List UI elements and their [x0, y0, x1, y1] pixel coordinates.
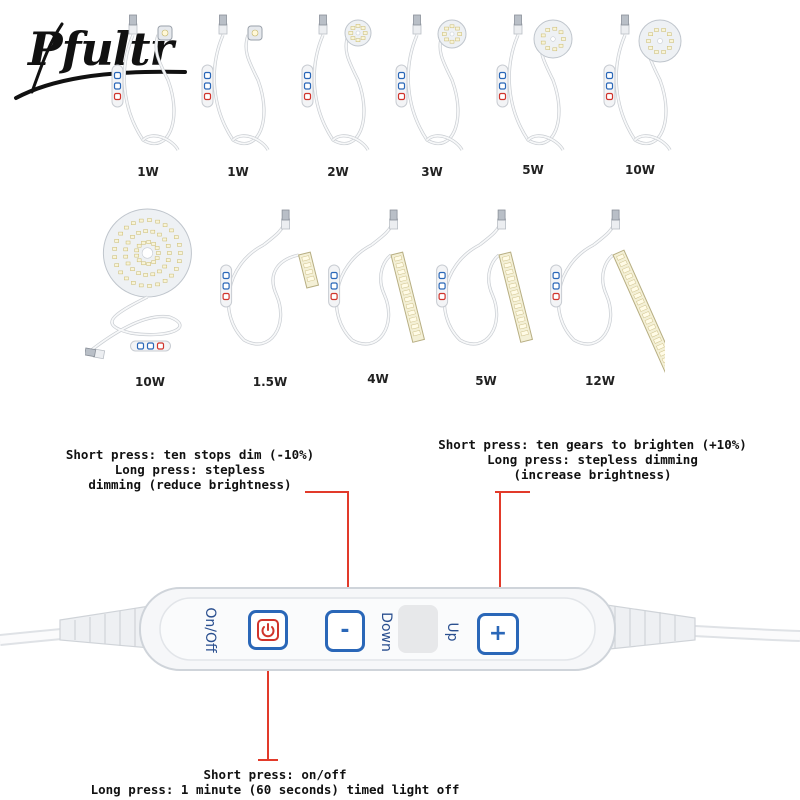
mini-dimmer-controller [436, 264, 449, 308]
wattage-label: 1W [227, 165, 249, 179]
wattage-label: 10W [625, 163, 655, 177]
product-round-board [288, 10, 388, 160]
down-button[interactable]: - [325, 610, 365, 652]
product-illustration [85, 208, 192, 360]
mini-dimmer-controller [220, 264, 233, 308]
wattage-label: 12W [585, 374, 615, 388]
usb-plug [281, 209, 290, 230]
product-round-board [483, 10, 583, 160]
minus-icon: - [340, 618, 350, 643]
power-icon [257, 619, 279, 641]
round-led-board [638, 19, 682, 63]
down-button-annotation: Short press: ten stops dim (-10%) Long p… [40, 447, 340, 492]
product-illustration [395, 14, 467, 151]
mini-dimmer-controller [395, 64, 408, 108]
led-strip [498, 251, 534, 343]
indicator-window [398, 605, 438, 653]
mini-dimmer-controller [328, 264, 341, 308]
up-button-annotation: Short press: ten gears to brighten (+10%… [400, 437, 785, 482]
mini-dimmer-controller [111, 64, 124, 108]
wattage-label: 10W [135, 375, 165, 389]
right-cable [599, 620, 800, 642]
down-callout-line [305, 491, 349, 608]
wattage-label: 3W [421, 165, 443, 179]
product-small-chip [188, 10, 288, 160]
power-annotation-line2: Long press: 1 minute (60 seconds) timed … [90, 782, 460, 797]
usb-plug [85, 347, 106, 360]
led-strip [390, 251, 426, 343]
product-short-strip [205, 205, 335, 375]
product-illustration [111, 14, 180, 151]
power-annotation-line1: Short press: on/off [203, 767, 347, 782]
usb-plug [128, 14, 138, 35]
wattage-label: 2W [327, 165, 349, 179]
up-button[interactable]: + [477, 613, 519, 655]
up-label: Up [444, 622, 460, 642]
usb-plug [412, 14, 422, 35]
usb-plug [497, 209, 506, 230]
right-strain-relief [599, 603, 696, 651]
down-annotation-line2: Long press: stepless [114, 462, 266, 477]
down-annotation-line3: dimming (reduce brightness) [88, 477, 292, 492]
mini-dimmer-controller [130, 340, 171, 352]
product-long-strip [535, 205, 665, 375]
product-round-board [382, 10, 482, 160]
left-cable [0, 620, 151, 646]
product-illustration [301, 14, 372, 151]
brand-logo: Pfultr [10, 10, 195, 105]
down-label: Down [378, 612, 394, 652]
logo-text: Pfultr [28, 22, 174, 76]
product-illustration [550, 209, 665, 375]
product-illustration [201, 14, 270, 151]
mini-dimmer-controller [496, 64, 509, 108]
led-strip [612, 249, 665, 375]
usb-plug [513, 14, 523, 35]
wattage-label: 1.5W [252, 375, 288, 389]
logo-swoosh-graphic [14, 22, 187, 100]
plus-icon: + [488, 621, 508, 646]
mini-dimmer-controller [201, 64, 214, 108]
wattage-label: 4W [367, 372, 389, 386]
up-annotation-line1: Short press: ten gears to brighten (+10%… [438, 437, 747, 452]
usb-plug [620, 14, 630, 35]
usb-plug [389, 209, 398, 230]
down-annotation-line1: Short press: ten stops dim (-10%) [65, 447, 315, 462]
mini-dimmer-controller [603, 64, 616, 108]
product-illustration [496, 14, 573, 151]
mini-dimmer-controller [301, 64, 314, 108]
usb-plug [318, 14, 328, 35]
product-round-board [590, 10, 690, 160]
product-illustration [328, 209, 426, 346]
onoff-label: On/Off [202, 607, 218, 653]
up-annotation-line2: Long press: stepless dimming [487, 452, 698, 467]
power-button[interactable] [248, 610, 288, 650]
product-small-chip [98, 10, 198, 160]
product-illustration [603, 14, 682, 151]
left-strain-relief [59, 605, 151, 649]
mini-dimmer-controller [550, 264, 563, 308]
round-led-board [102, 208, 192, 298]
led-strip [297, 251, 320, 289]
wattage-label: 5W [475, 374, 497, 388]
wattage-label: 5W [522, 163, 544, 177]
round-led-board [437, 19, 467, 49]
product-illustration [220, 209, 320, 346]
up-annotation-line3: (increase brightness) [513, 467, 672, 482]
product-strip [421, 205, 551, 375]
power-button-annotation: Short press: on/off Long press: 1 minute… [40, 767, 510, 797]
round-led-board [533, 19, 573, 59]
usb-plug [218, 14, 228, 35]
usb-plug [611, 209, 620, 230]
round-led-board [344, 19, 372, 47]
product-large-round-panel [85, 205, 215, 375]
product-illustration [436, 209, 534, 346]
product-strip [313, 205, 443, 375]
wattage-label: 1W [137, 165, 159, 179]
